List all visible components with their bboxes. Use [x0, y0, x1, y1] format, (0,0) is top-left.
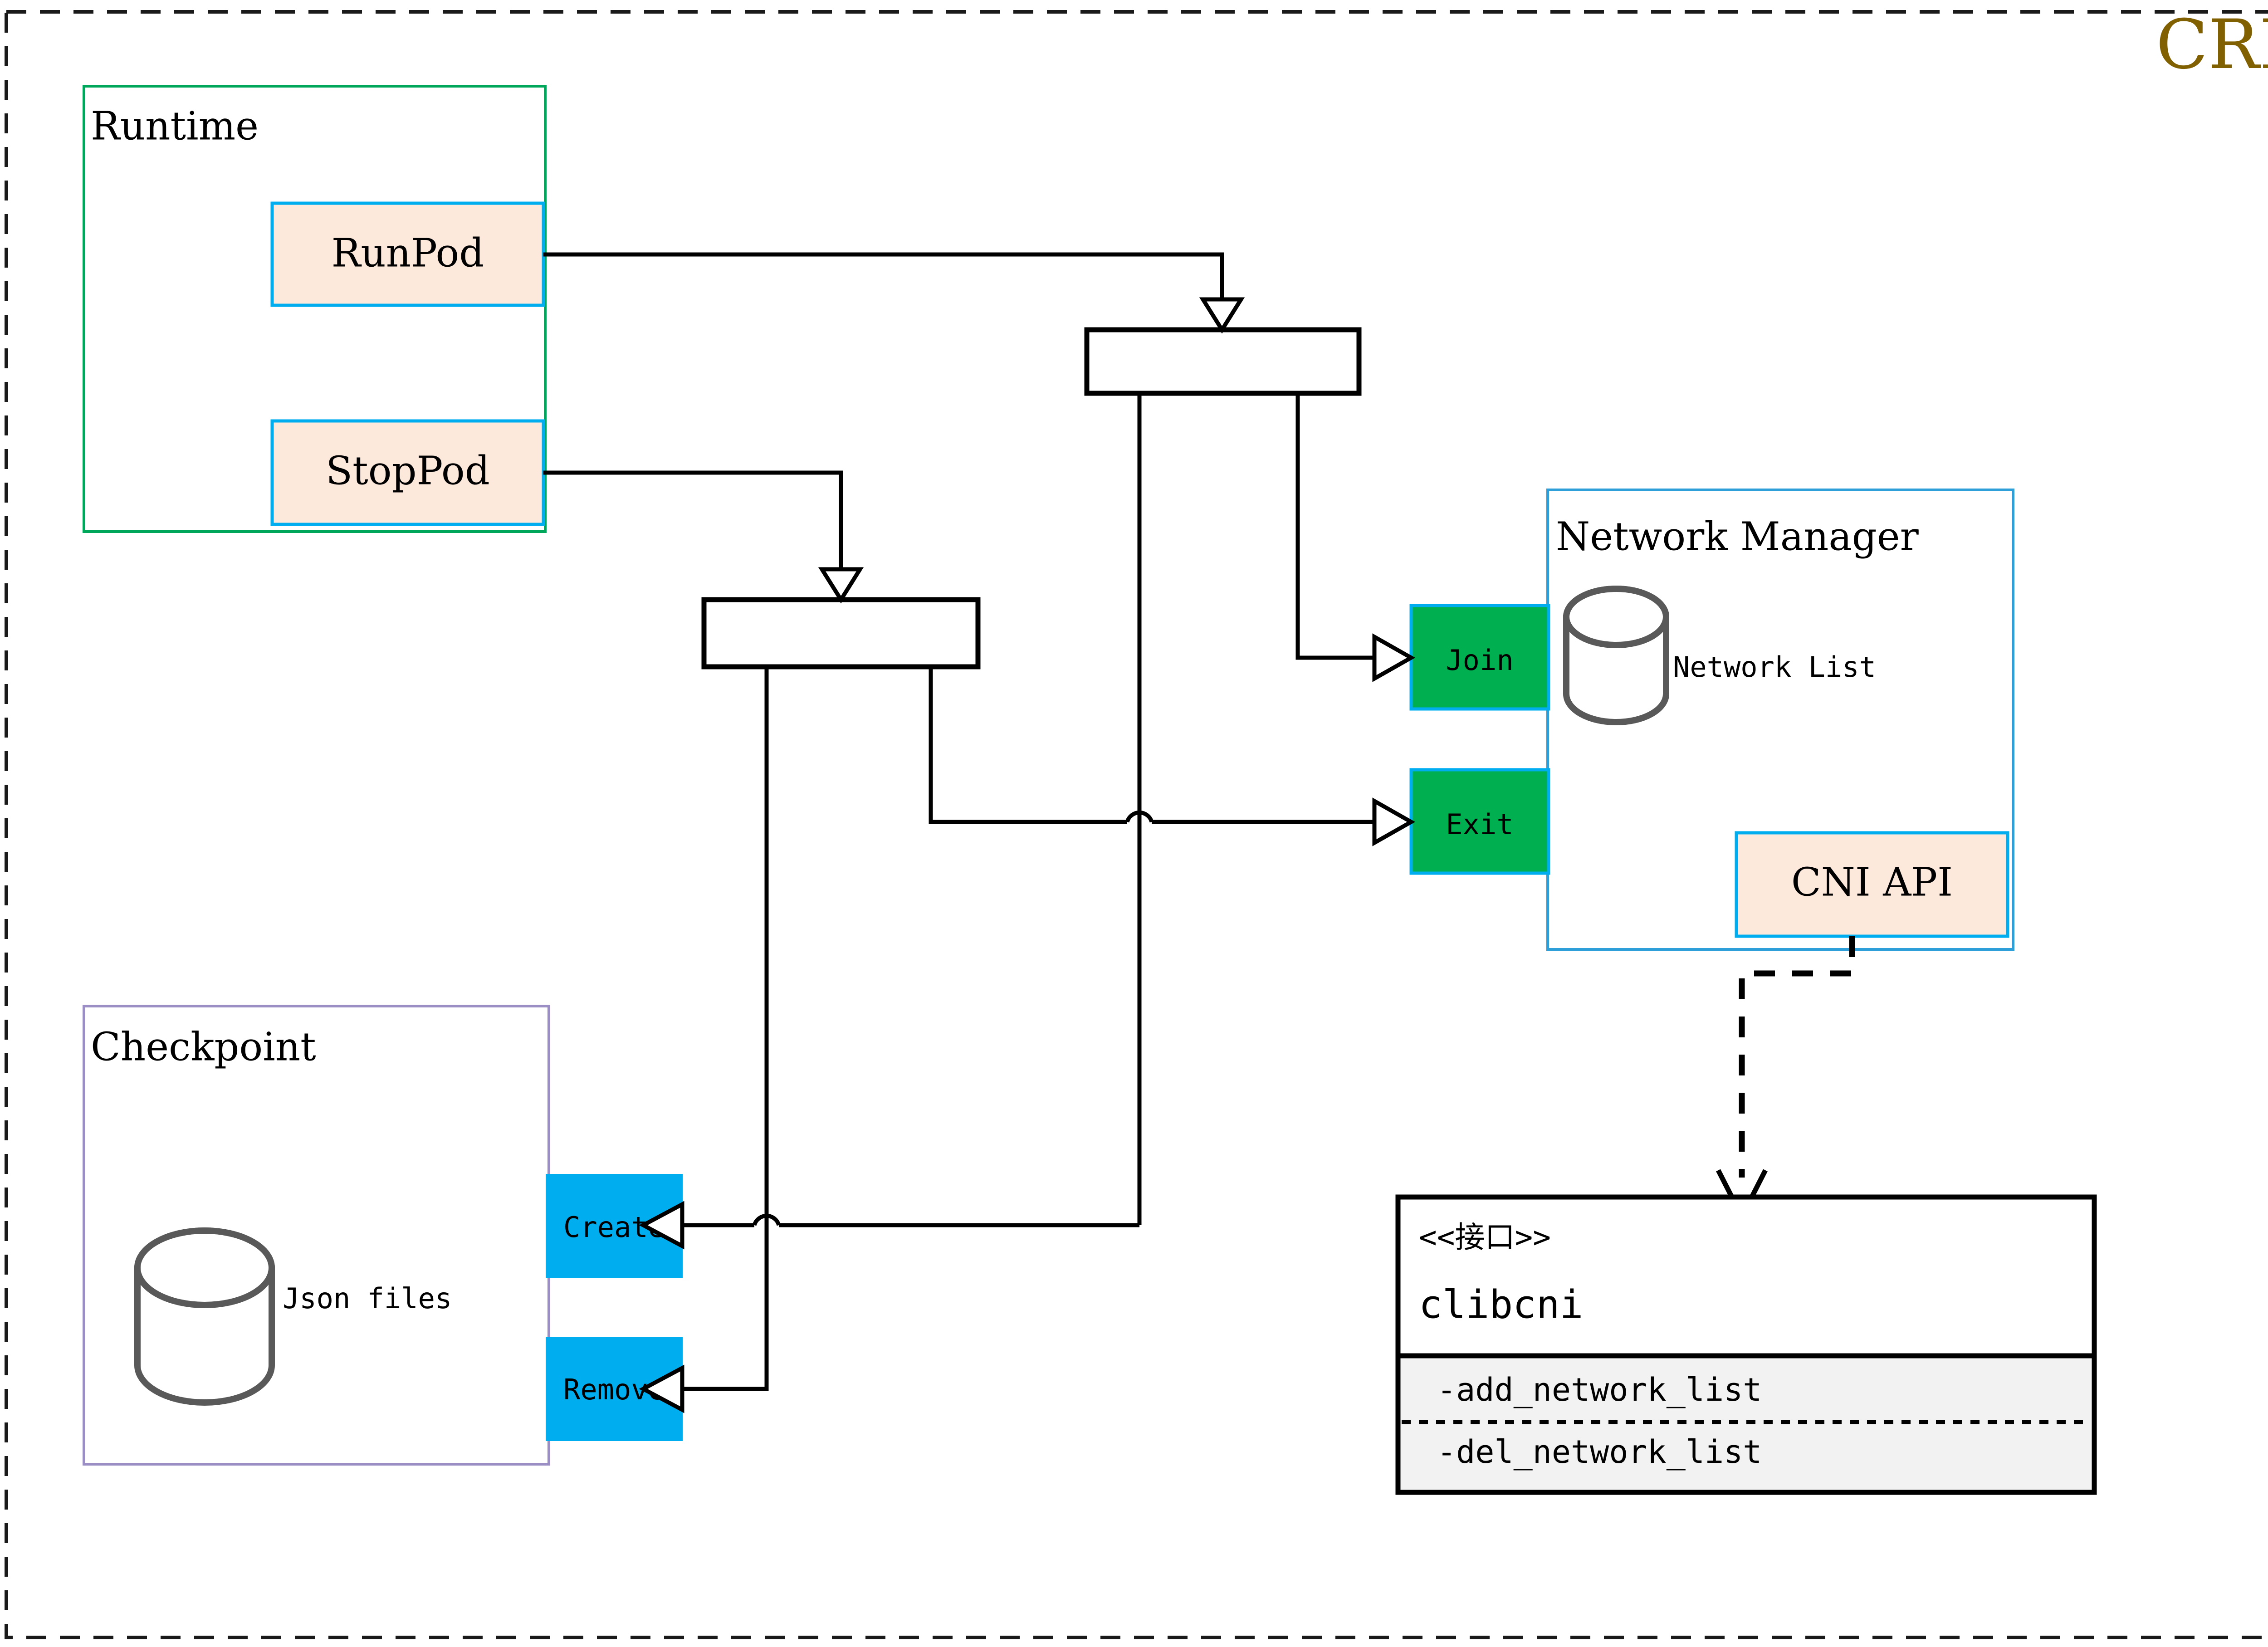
network-list-cylinder-icon [1563, 586, 1669, 725]
runtime-label: Runtime [91, 104, 259, 149]
arrowhead-stoppod-fork [818, 567, 864, 604]
cni-api-label: CNI API [1791, 860, 1953, 905]
edge-stoppod-to-fork [543, 470, 843, 569]
outer-frame [5, 10, 2268, 1639]
join-label: Join [1446, 644, 1513, 677]
stoppod-node[interactable] [270, 419, 545, 526]
page-title: CRI [2156, 5, 2268, 84]
cni-api-node[interactable] [1735, 831, 2009, 938]
arrowhead-create [639, 1201, 684, 1250]
exit-label: Exit [1446, 808, 1513, 841]
stoppod-label: StopPod [326, 449, 490, 494]
checkpoint-container [83, 1005, 550, 1466]
edge-fork-to-join [1295, 393, 1374, 660]
clibcni-interface-header [1395, 1194, 2097, 1359]
edge-fork2-left-to-remove [682, 667, 769, 1391]
edge-runpod-to-fork [543, 252, 1224, 299]
line-hop-create [752, 1213, 781, 1226]
clibcni-name: clibcni [1419, 1282, 1583, 1327]
arrowhead-exit [1372, 797, 1416, 846]
json-files-label: Json files [283, 1282, 452, 1315]
arrowhead-join [1372, 633, 1416, 682]
network-manager-label: Network Manager [1556, 514, 1919, 560]
arrowhead-runpod-fork [1199, 297, 1245, 334]
arrowhead-remove [639, 1364, 684, 1413]
runpod-label: RunPod [332, 231, 484, 276]
clibcni-method-del: -del_network_list [1437, 1433, 1762, 1471]
join-node[interactable] [1409, 604, 1550, 711]
checkpoint-label: Checkpoint [91, 1025, 316, 1070]
edge-fork2-right-to-exit-left [929, 667, 1127, 824]
clibcni-stereotype: <<接口>> [1419, 1220, 1551, 1255]
clibcni-method-add: -add_network_list [1437, 1371, 1762, 1408]
json-files-cylinder-icon [134, 1227, 275, 1406]
runpod-fork-bar [1084, 327, 1362, 396]
edge-cniapi-to-clibcni-dashed [1739, 936, 1855, 1178]
runpod-node[interactable] [270, 201, 545, 307]
line-hop-exit [1125, 810, 1154, 823]
stoppod-fork-bar [701, 597, 981, 670]
network-list-label: Network List [1673, 650, 1876, 684]
exit-node[interactable] [1409, 768, 1550, 875]
